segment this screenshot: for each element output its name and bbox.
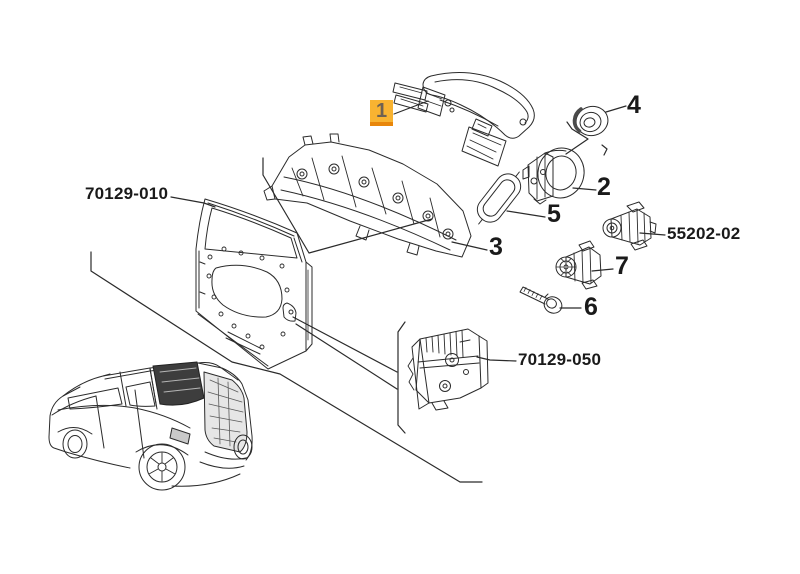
handle-gasket-drawing[interactable] [469,164,529,231]
handle-carrier-frame-drawing[interactable] [263,133,472,258]
callout-3[interactable]: 3 [489,233,503,261]
lock-cylinder-assembly-drawing[interactable] [555,240,602,290]
part-code-door-latch[interactable]: 70129-050 [518,350,602,369]
callout-6[interactable]: 6 [584,293,598,321]
lock-housing-drawing[interactable] [522,144,589,205]
callout-4[interactable]: 4 [627,91,641,119]
door-latch-drawing[interactable] [407,328,489,411]
callout-2[interactable]: 2 [597,173,611,201]
vehicle-overview-drawing [48,361,253,491]
part-code-door-shell[interactable]: 70129-010 [85,184,169,203]
door-shell-drawing[interactable] [195,198,313,370]
callout-7[interactable]: 7 [615,252,629,280]
exterior-handle-drawing[interactable] [392,72,535,167]
lock-cylinder-kit-drawing[interactable] [602,201,657,251]
part-code-lock-cylinder-kit[interactable]: 55202-02 [667,224,741,243]
leader-lines [90,100,666,483]
callout-1-selected-badge[interactable]: 1 [370,100,393,126]
screw-drawing[interactable] [519,286,565,316]
callout-5[interactable]: 5 [547,200,561,228]
lock-cap-drawing[interactable] [572,103,611,139]
